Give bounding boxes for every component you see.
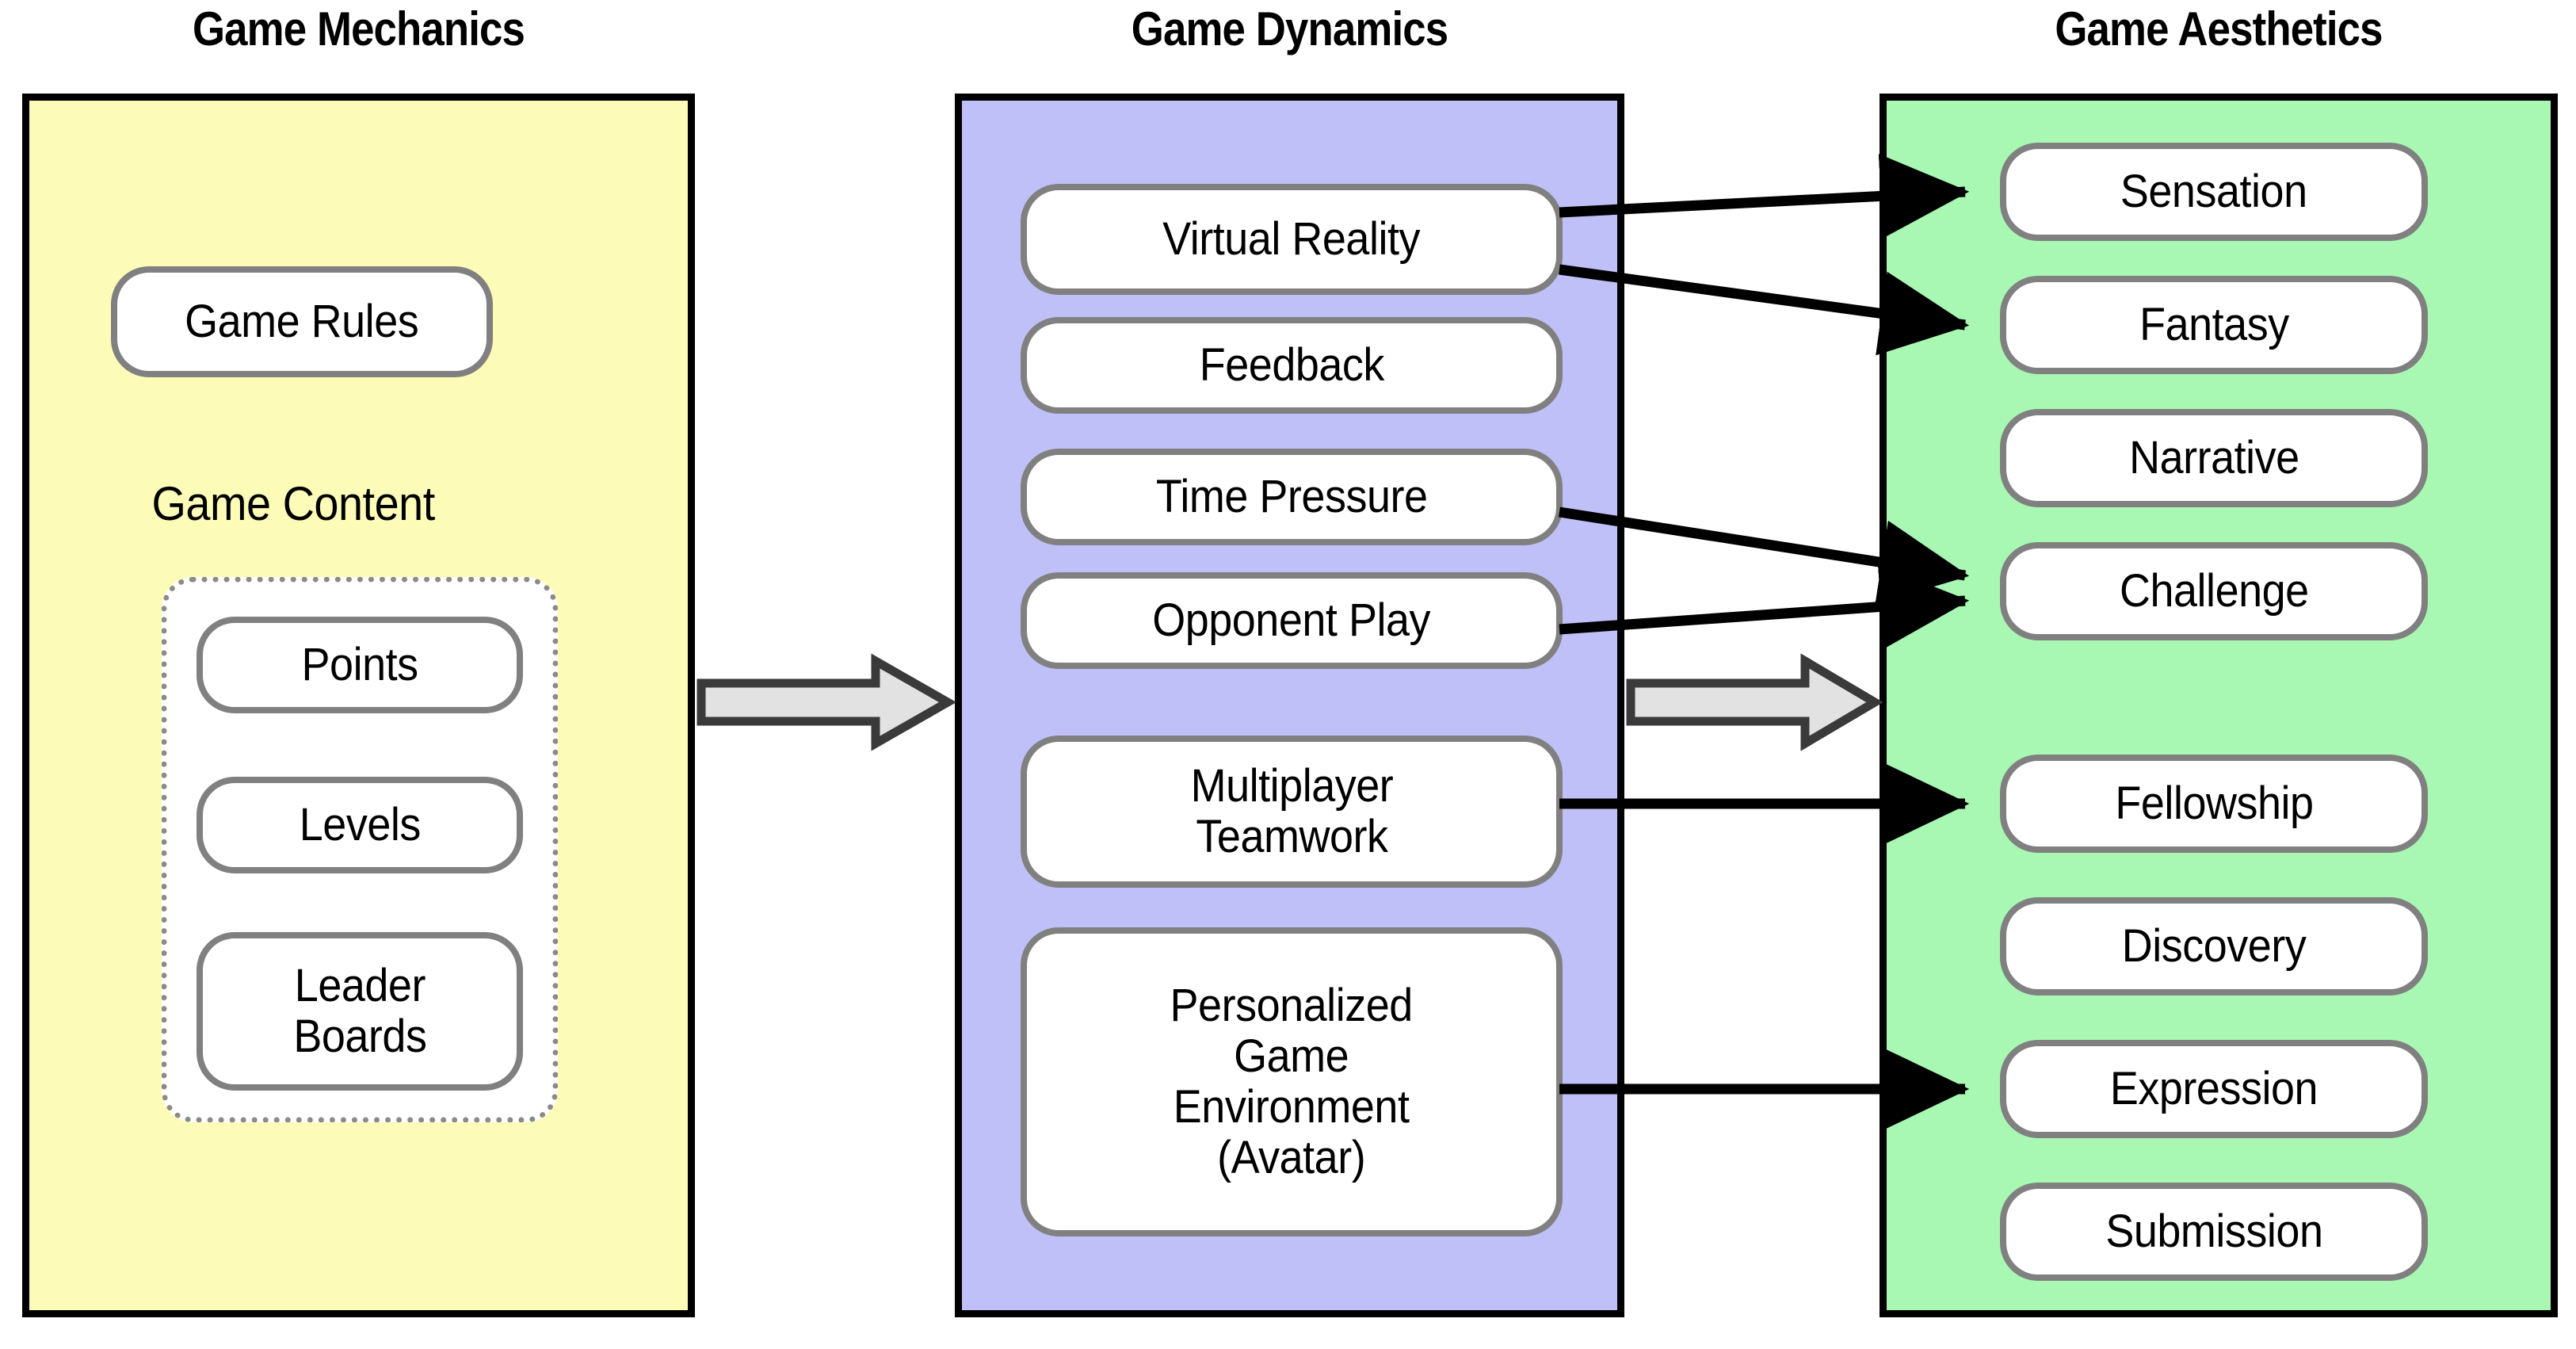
node-label: Fellowship xyxy=(2114,778,2314,829)
node-expression[interactable]: Expression xyxy=(2000,1040,2428,1138)
node-sensation[interactable]: Sensation xyxy=(2000,143,2428,241)
node-narrative[interactable]: Narrative xyxy=(2000,409,2428,507)
column-title-mechanics: Game Mechanics xyxy=(192,2,525,55)
node-label: Opponent Play xyxy=(1152,594,1431,646)
column-title-aesthetics: Game Aesthetics xyxy=(2055,2,2383,55)
node-levels[interactable]: Levels xyxy=(197,777,523,873)
connector-time-pressure-to-challenge xyxy=(1558,506,1970,605)
node-label: Feedback xyxy=(1199,339,1384,391)
node-label: Points xyxy=(301,639,418,690)
column-title-dynamics: Game Dynamics xyxy=(1131,2,1448,55)
node-label: Sensation xyxy=(2120,166,2307,217)
connector-opponent-play-to-challenge xyxy=(1559,564,1970,649)
label-game-content: Game Content xyxy=(151,477,435,530)
node-label: Game Rules xyxy=(185,296,419,347)
node-virtual-reality[interactable]: Virtual Reality xyxy=(1021,184,1563,295)
node-fantasy[interactable]: Fantasy xyxy=(2000,276,2428,374)
node-feedback[interactable]: Feedback xyxy=(1021,317,1563,414)
node-label: Levels xyxy=(299,799,421,850)
node-challenge[interactable]: Challenge xyxy=(2000,542,2428,640)
node-label: Challenge xyxy=(2119,565,2309,617)
node-label: Fantasy xyxy=(2139,299,2289,350)
flow-arrow-dynamics-to-aesthetics xyxy=(1626,653,1883,751)
node-game-rules[interactable]: Game Rules xyxy=(111,266,493,377)
node-points[interactable]: Points xyxy=(197,617,523,713)
node-time-pressure[interactable]: Time Pressure xyxy=(1021,449,1563,545)
node-label: Discovery xyxy=(2121,920,2307,972)
node-fellowship[interactable]: Fellowship xyxy=(2000,755,2428,853)
node-submission[interactable]: Submission xyxy=(2000,1183,2428,1281)
node-label: Expression xyxy=(2109,1063,2318,1114)
node-discovery[interactable]: Discovery xyxy=(2000,897,2428,996)
node-label: Virtual Reality xyxy=(1162,213,1421,265)
node-label: Time Pressure xyxy=(1155,471,1428,522)
flow-arrow-mechanics-to-dynamics xyxy=(696,653,957,751)
node-label: Submission xyxy=(2105,1206,2323,1257)
node-opponent-play[interactable]: Opponent Play xyxy=(1021,572,1563,669)
node-label: Narrative xyxy=(2128,432,2299,483)
connector-vr-to-fantasy xyxy=(1559,264,1970,356)
connector-vr-to-sensation xyxy=(1559,154,1970,239)
